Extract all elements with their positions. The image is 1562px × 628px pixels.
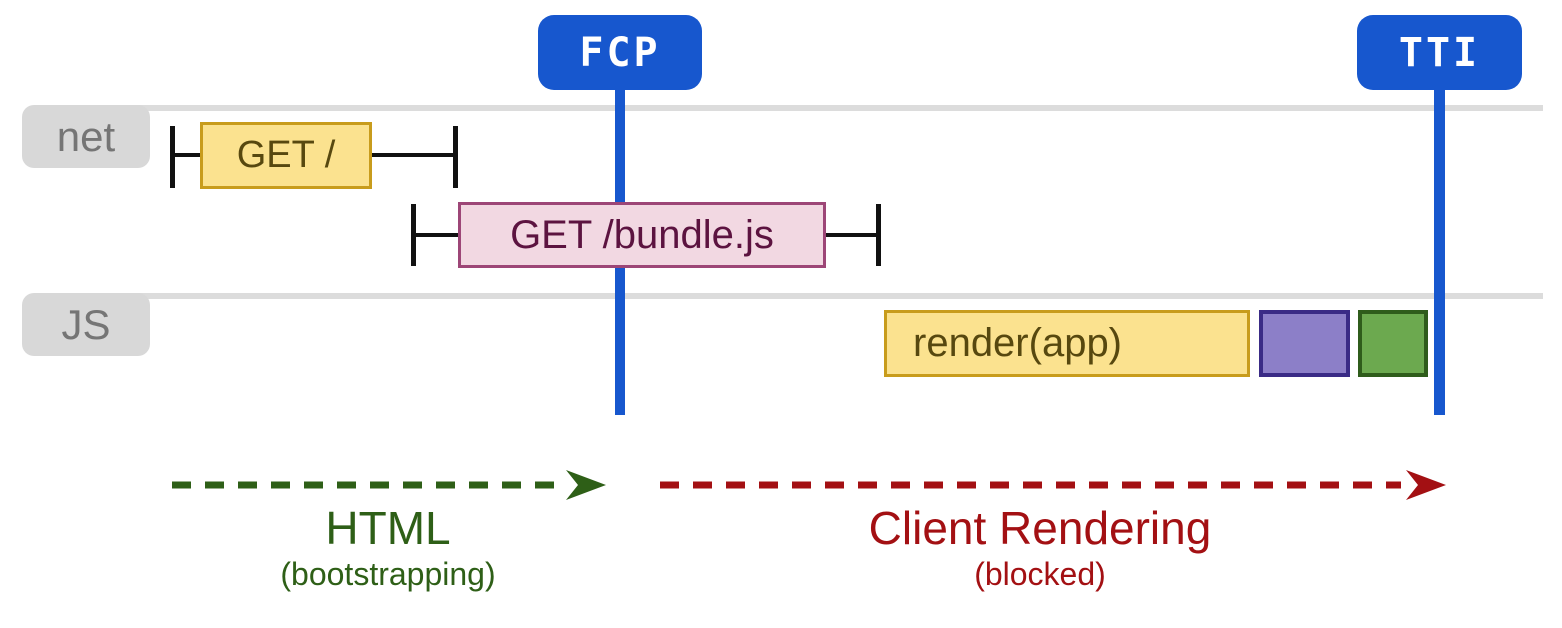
fcp-badge: FCP — [538, 15, 702, 90]
js-task-block-purple — [1259, 310, 1350, 377]
tti-badge: TTI — [1357, 15, 1522, 90]
client-rendering-phase-dashed-arrow-icon — [660, 470, 1446, 500]
get-bundle-task-box: GET /bundle.js — [458, 202, 826, 268]
js-lane-line — [55, 293, 1543, 299]
client-rendering-phase-subtitle: (blocked) — [974, 556, 1106, 592]
get-root-task-box: GET / — [200, 122, 372, 189]
whisker-start-tick — [411, 204, 416, 266]
html-phase-subtitle: (bootstrapping) — [280, 556, 496, 592]
whisker-end-tick — [876, 204, 881, 266]
net-lane-label: net — [22, 105, 150, 168]
whisker-start-tick — [170, 126, 175, 188]
net-lane-line — [55, 105, 1543, 111]
js-task-block-green — [1358, 310, 1428, 377]
html-phase-title: HTML — [325, 502, 451, 554]
html-phase-dashed-arrow-icon — [172, 470, 606, 500]
html-phase-label: HTML (bootstrapping) — [168, 502, 608, 594]
whisker-end-tick — [453, 126, 458, 188]
client-rendering-phase-title: Client Rendering — [868, 502, 1212, 554]
render-app-task-box: render(app) — [884, 310, 1250, 377]
tti-marker-line — [1434, 88, 1445, 415]
js-lane-label: JS — [22, 293, 150, 356]
client-rendering-phase-label: Client Rendering (blocked) — [640, 502, 1440, 594]
